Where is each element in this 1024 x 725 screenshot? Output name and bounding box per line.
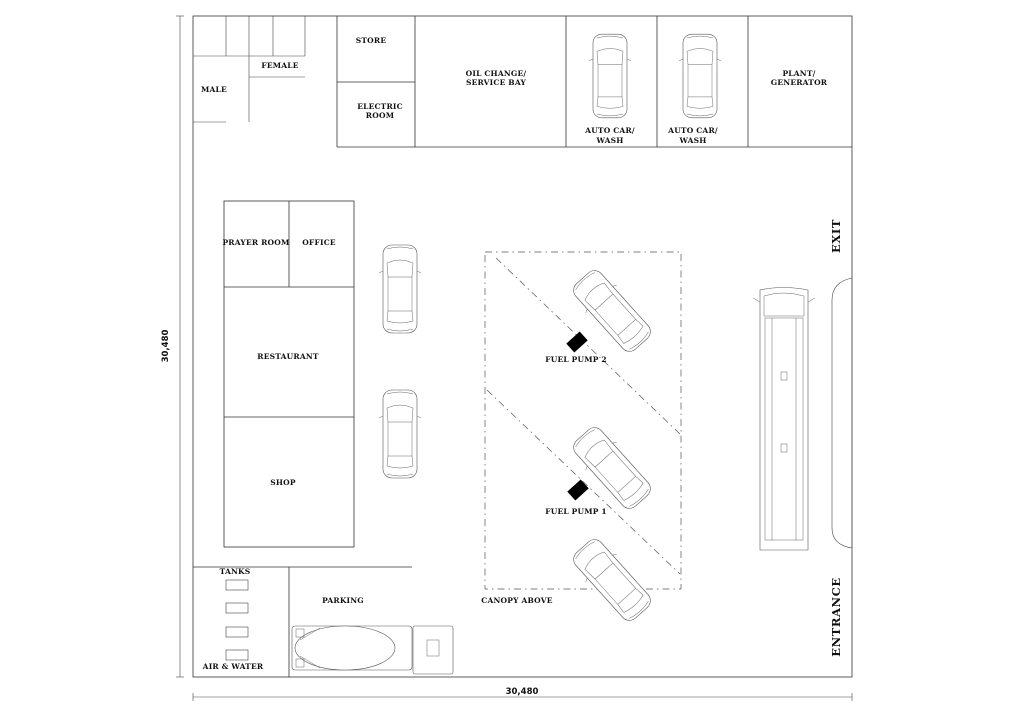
oil-change-label: OIL CHANGE/ bbox=[466, 69, 527, 78]
plant-label-2: GENERATOR bbox=[771, 78, 828, 87]
plant-label: PLANT/ bbox=[782, 69, 815, 78]
fuel-pump-1-label: FUEL PUMP 1 bbox=[545, 507, 607, 516]
canopy bbox=[484, 251, 682, 590]
fueling-car-2 bbox=[566, 420, 658, 516]
car-wash-2-label: AUTO CAR/ bbox=[667, 126, 718, 135]
office-label: OFFICE bbox=[302, 238, 336, 247]
tank-3 bbox=[225, 626, 249, 638]
car-wash-2-label-2: WASH bbox=[678, 136, 706, 145]
fueling-car-3 bbox=[566, 532, 658, 628]
car-wash-1-label-2: WASH bbox=[595, 136, 623, 145]
air-water-label: AIR & WATER bbox=[202, 662, 264, 671]
toilets bbox=[193, 16, 306, 123]
oil-change-label-2: SERVICE BAY bbox=[466, 78, 527, 87]
dimension-lines: 30,480 30,480 bbox=[161, 15, 853, 701]
depth-dimension: 30,480 bbox=[161, 330, 171, 363]
fuel-pump-1 bbox=[567, 479, 589, 501]
service-block bbox=[336, 16, 852, 148]
tanker-truck bbox=[291, 625, 454, 675]
main-building bbox=[223, 200, 355, 548]
bus bbox=[752, 287, 816, 551]
site-boundary bbox=[192, 15, 853, 678]
electric-room-label: ELECTRIC bbox=[357, 102, 403, 111]
parked-car-2 bbox=[378, 389, 422, 479]
wash-car-1 bbox=[588, 33, 632, 119]
restaurant-label: RESTAURANT bbox=[257, 352, 319, 361]
fuel-pump-2 bbox=[566, 331, 588, 353]
wash-car-2 bbox=[678, 33, 722, 119]
male-label: MALE bbox=[201, 85, 227, 94]
car-wash-1-label: AUTO CAR/ bbox=[584, 126, 635, 135]
tanks-label: TANKS bbox=[220, 567, 251, 576]
exit-label: EXIT bbox=[829, 219, 843, 253]
fuel-pump-2-label: FUEL PUMP 2 bbox=[545, 355, 607, 364]
shop-label: SHOP bbox=[270, 478, 296, 487]
store-label: STORE bbox=[356, 36, 387, 45]
road-island bbox=[831, 277, 853, 549]
tank-1 bbox=[225, 579, 249, 591]
female-label: FEMALE bbox=[261, 61, 298, 70]
width-dimension: 30,480 bbox=[506, 687, 539, 697]
parked-car-1 bbox=[378, 244, 422, 334]
tank-2 bbox=[225, 602, 249, 614]
bottom-left-zone bbox=[193, 566, 412, 677]
prayer-room-label: PRAYER ROOM bbox=[222, 238, 289, 247]
canopy-label: CANOPY ABOVE bbox=[481, 596, 552, 605]
entrance-label: ENTRANCE bbox=[829, 577, 843, 657]
tank-4 bbox=[225, 649, 249, 661]
electric-room-label-2: ROOM bbox=[366, 111, 394, 120]
parking-label: PARKING bbox=[322, 596, 364, 605]
